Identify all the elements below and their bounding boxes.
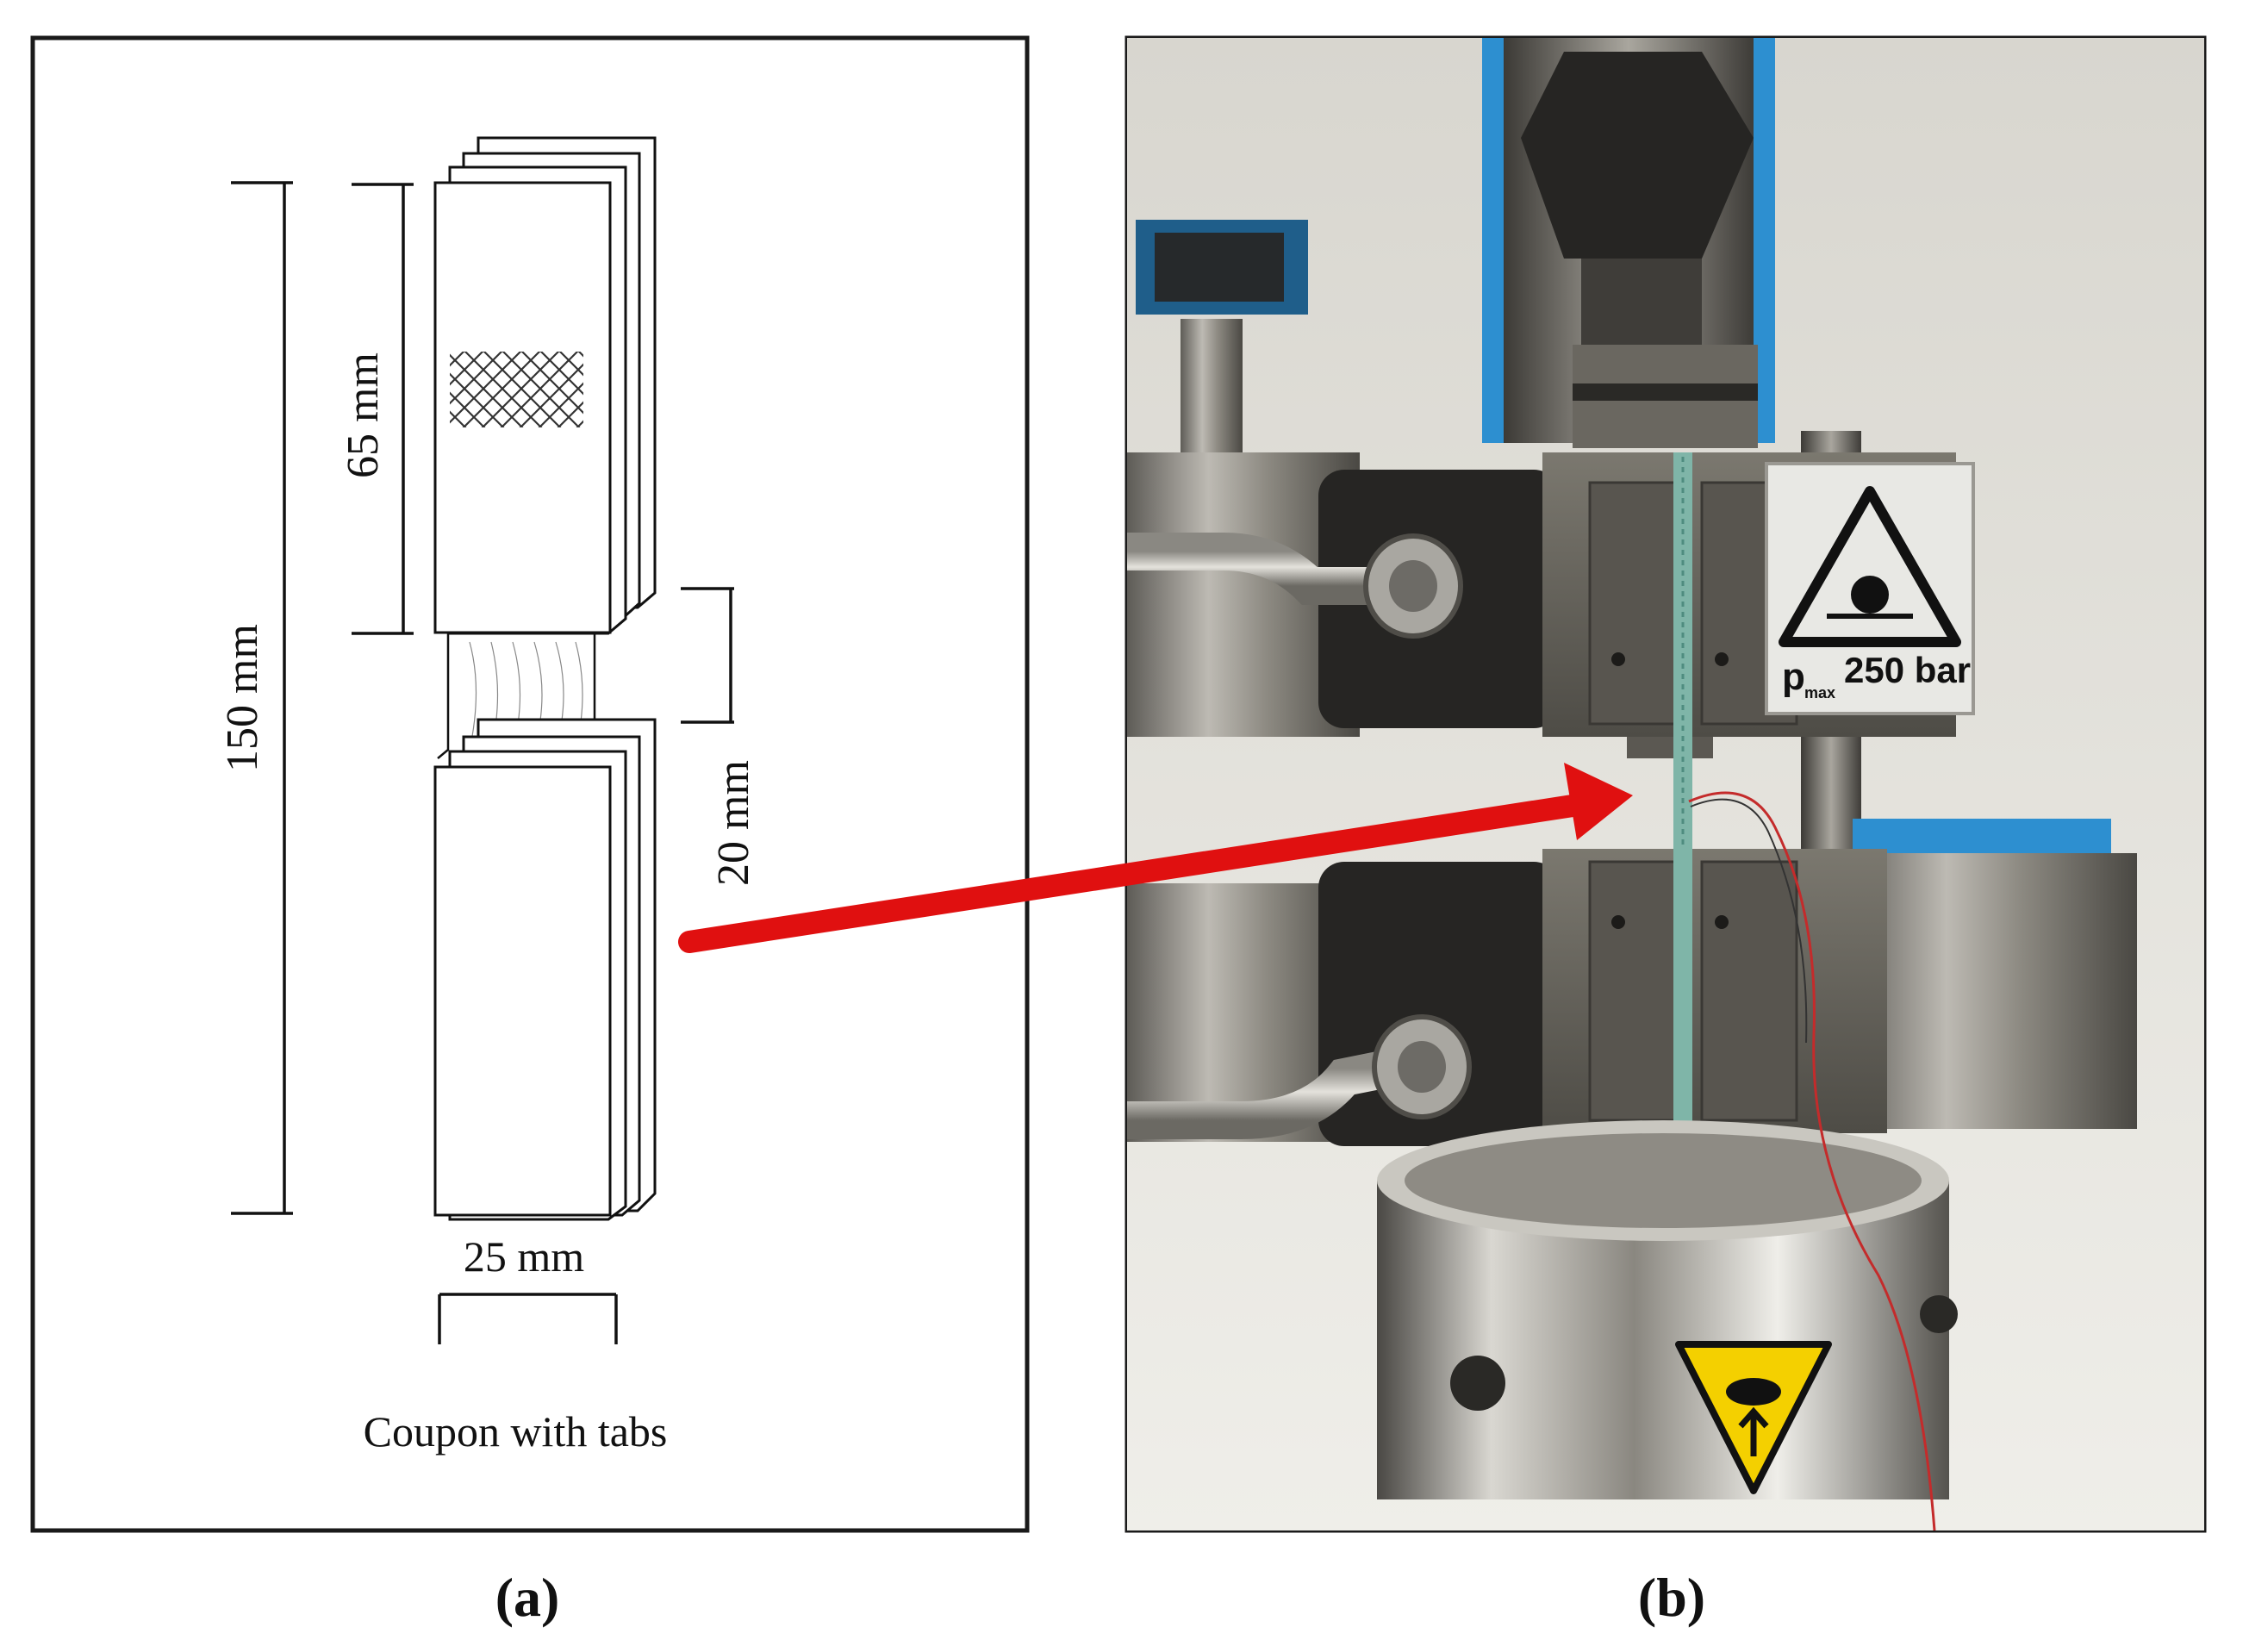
tab-length-label: 65 mm bbox=[339, 352, 388, 478]
pmax-p: p bbox=[1782, 656, 1805, 698]
thermocouple-wire bbox=[1688, 791, 1936, 1530]
pointer-arrow bbox=[678, 763, 1633, 953]
hex-bolt bbox=[1521, 52, 1754, 259]
dimension-lines bbox=[231, 181, 734, 1344]
machine-photo: p max 250 bar bbox=[1127, 38, 2204, 1530]
panel-b-label: (b) bbox=[1638, 1567, 1705, 1628]
crush-warning-sign bbox=[1675, 1341, 1832, 1494]
hazard-triangle-icon bbox=[1779, 486, 1961, 647]
coupon-drawing bbox=[433, 136, 657, 1221]
pressure-value: 250 bar bbox=[1844, 650, 1971, 690]
gauge-length-label: 20 mm bbox=[709, 760, 758, 886]
panel-a: 150 mm 65 mm 20 mm 25 mm Coupon with tab… bbox=[30, 35, 1030, 1533]
panel-b: p max 250 bar bbox=[1124, 35, 2207, 1533]
overall-length-label: 150 mm bbox=[218, 624, 267, 772]
pressure-warning-sign: p max 250 bar bbox=[1765, 462, 1975, 715]
width-label: 25 mm bbox=[464, 1232, 584, 1281]
coupon-title: Coupon with tabs bbox=[364, 1407, 668, 1456]
panel-a-label: (a) bbox=[495, 1567, 560, 1628]
laminate-hatch bbox=[450, 352, 583, 427]
pmax-subscript: max bbox=[1804, 684, 1835, 701]
